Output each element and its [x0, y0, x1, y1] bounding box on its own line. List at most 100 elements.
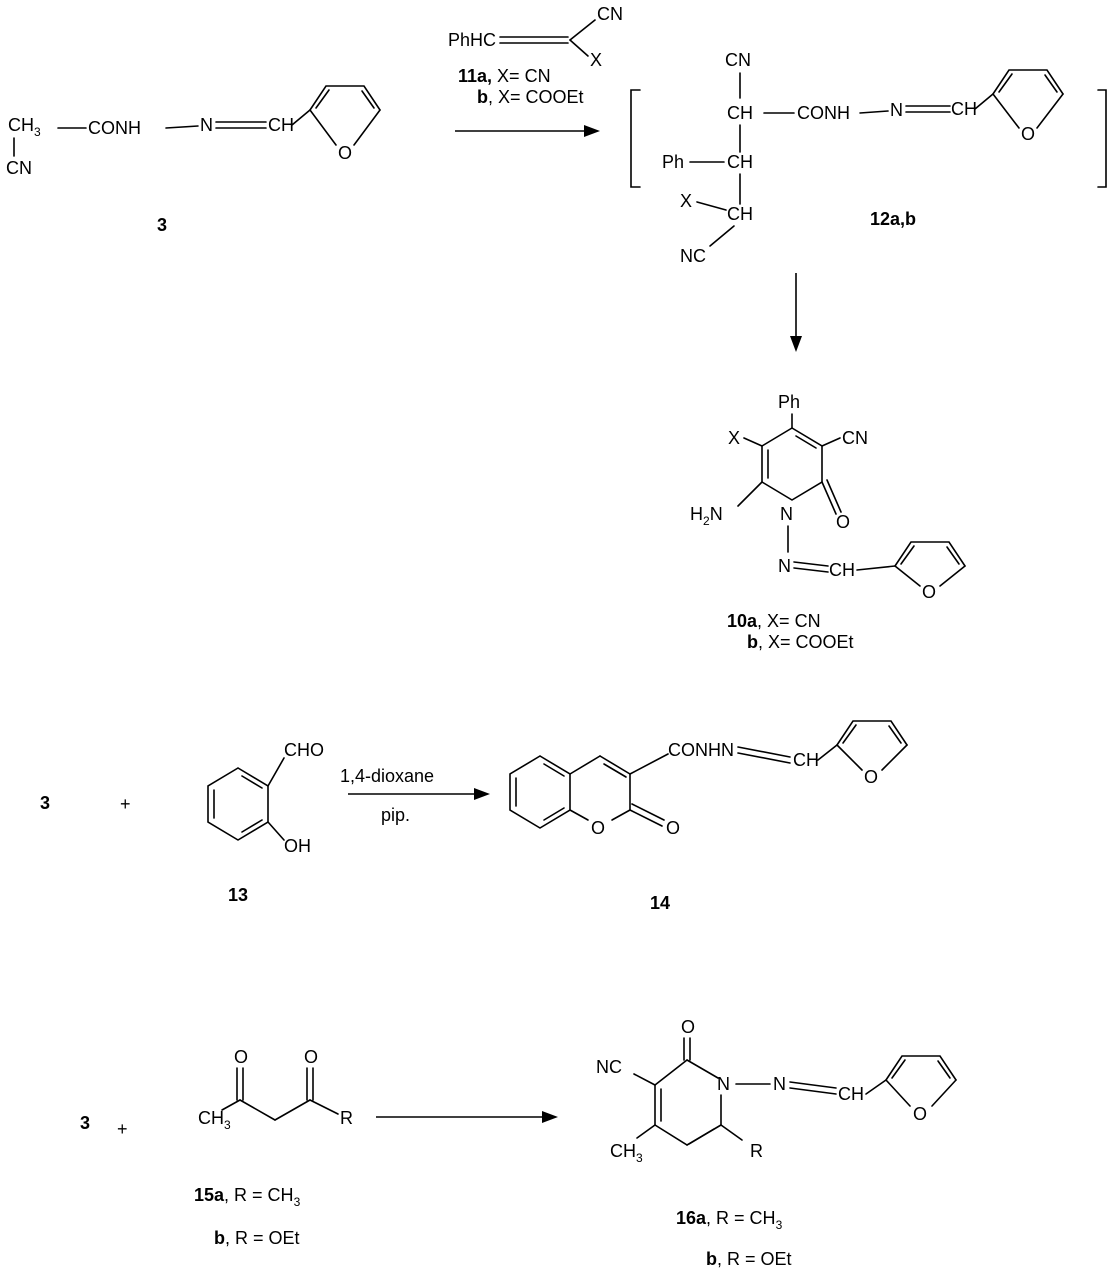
furan-ring — [894, 541, 966, 567]
furan-double-bond — [891, 1059, 906, 1079]
compound-14-structure: O O CONHN CH O — [509, 720, 908, 838]
ch3-group: CH3 — [198, 1108, 231, 1132]
bond — [636, 1124, 656, 1139]
bond — [239, 1099, 276, 1121]
bond — [992, 93, 1020, 129]
furan-double-bond — [842, 724, 857, 744]
cn-group: CN — [842, 428, 868, 448]
ring-o: O — [591, 818, 605, 838]
compound-14-label: 14 — [650, 893, 670, 913]
x-substituent: X — [728, 428, 740, 448]
x-substituent: X — [590, 50, 602, 70]
amino-group: H2N — [690, 504, 723, 528]
imine-ch: CH — [951, 99, 977, 119]
bond — [569, 809, 589, 821]
furan-o: O — [864, 767, 878, 787]
ring-double-bond — [241, 775, 263, 789]
r-substituent: R — [750, 1141, 763, 1161]
double-bond — [789, 1081, 837, 1089]
bond — [221, 1099, 241, 1111]
ring-n: N — [717, 1074, 730, 1094]
bond — [939, 565, 966, 587]
bond — [654, 1059, 688, 1086]
oh-group: OH — [284, 836, 311, 856]
double-bond — [793, 567, 829, 573]
bond — [267, 821, 285, 841]
compound-3-label: 3 — [157, 215, 167, 235]
conh-group: CONH — [797, 103, 850, 123]
bond — [865, 1079, 887, 1095]
furan-o: O — [1021, 124, 1035, 144]
compound-16a-label: 16a, R = CH3 — [676, 1208, 783, 1232]
bond — [599, 755, 631, 775]
cn-group: CN — [725, 50, 751, 70]
furan-double-bond — [361, 90, 375, 109]
reaction-2: 3 + CHO OH 13 1,4-dioxane pip. — [40, 720, 908, 913]
furan-o: O — [338, 143, 352, 163]
left-bracket — [630, 89, 641, 188]
bond — [974, 93, 994, 110]
cn-group: CN — [6, 158, 32, 178]
imine-ch: CH — [793, 750, 819, 770]
base-condition: pip. — [381, 805, 410, 825]
bond — [611, 809, 631, 821]
r-substituent: R — [340, 1108, 353, 1128]
bond — [859, 110, 889, 114]
bond — [633, 1073, 656, 1086]
keto-o: O — [836, 512, 850, 532]
furan-double-bond — [1044, 74, 1058, 93]
ch-carbon: CH — [727, 152, 753, 172]
bond — [291, 109, 311, 126]
ring-double-bond — [543, 807, 565, 821]
double-bond — [737, 746, 791, 758]
imine-n: N — [778, 556, 791, 576]
imine-n: N — [200, 115, 213, 135]
bond — [696, 201, 727, 211]
bond — [309, 1099, 339, 1115]
bond — [629, 753, 669, 775]
furan-double-bond — [315, 89, 330, 109]
imine-n: N — [890, 100, 903, 120]
bond — [654, 1124, 688, 1146]
product-10-structure: Ph CN X O H2N N N CH — [690, 392, 966, 602]
bond — [720, 1124, 743, 1141]
double-bond — [737, 752, 791, 764]
intermediate-12-label: 12a,b — [870, 209, 916, 229]
imine-n: N — [773, 1074, 786, 1094]
compound-15a-label: 15a, R = CH3 — [194, 1185, 301, 1209]
bond — [309, 109, 337, 146]
furan-double-bond — [888, 725, 902, 744]
ph-group: Ph — [778, 392, 800, 412]
solvent-condition: 1,4-dioxane — [340, 766, 434, 786]
bond — [629, 809, 663, 827]
bond — [569, 755, 601, 775]
conh-group: CONH — [88, 118, 141, 138]
bond — [743, 437, 763, 447]
reaction-arrow-3 — [376, 1111, 558, 1123]
carbonyl-o: O — [234, 1047, 248, 1067]
furan-o: O — [913, 1104, 927, 1124]
plus-sign: + — [120, 794, 131, 814]
imine-ch: CH — [268, 115, 294, 135]
reaction-arrow-1 — [455, 125, 600, 137]
bond — [894, 565, 921, 587]
benzene-ring — [207, 767, 269, 841]
bond — [686, 1059, 719, 1079]
carbonyl-o: O — [304, 1047, 318, 1067]
compound-13-label: 13 — [228, 885, 248, 905]
bond — [817, 744, 838, 761]
bond — [931, 1079, 957, 1107]
bond — [165, 125, 199, 129]
double-bond — [789, 1087, 837, 1095]
plus-sign: + — [117, 1119, 128, 1139]
product-10a-label: 10a, X= CN — [727, 611, 821, 631]
furan-ring — [885, 1055, 957, 1081]
furan-double-bond — [946, 546, 960, 565]
bond — [353, 109, 381, 146]
compound-3-structure: CH3 CN CONH N CH O — [6, 85, 381, 178]
ring-double-bond — [795, 435, 817, 449]
reaction-arrow-2 — [348, 788, 490, 800]
ch-carbon: CH — [727, 204, 753, 224]
nc-group: NC — [680, 246, 706, 266]
